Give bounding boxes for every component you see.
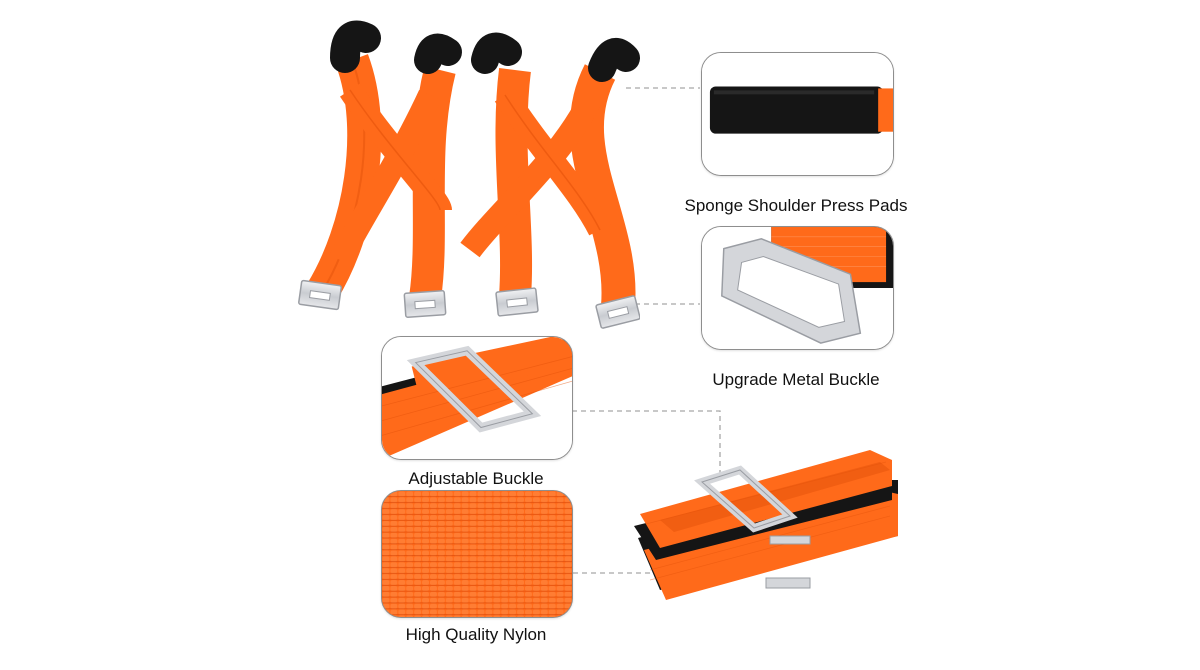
strap-buckles (298, 279, 640, 329)
adjustable-buckle-panel (381, 336, 573, 460)
metal-buckle-closeup-image (702, 227, 893, 349)
metal-buckle-label: Upgrade Metal Buckle (712, 370, 880, 389)
shoulder-pads-panel (701, 52, 894, 176)
shoulder-pad-closeup-image (702, 53, 893, 175)
connector-adjustable-buckle (572, 410, 721, 480)
nylon-panel (381, 490, 573, 618)
folded-strap-image (634, 450, 898, 600)
adjustable-buckle-closeup-image (382, 337, 572, 459)
shoulder-pads-label: Sponge Shoulder Press Pads (684, 196, 908, 215)
nylon-texture-image (382, 491, 572, 617)
nylon-label: High Quality Nylon (405, 625, 547, 644)
moving-straps-image (298, 20, 640, 329)
metal-buckle-panel (701, 226, 894, 350)
adjustable-buckle-label: Adjustable Buckle (408, 469, 544, 488)
